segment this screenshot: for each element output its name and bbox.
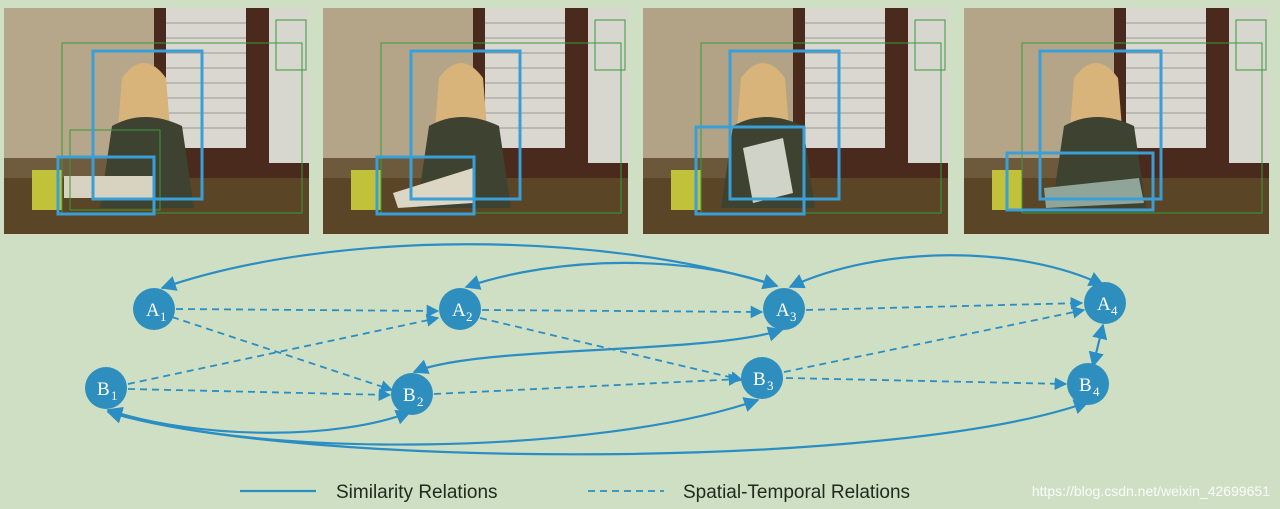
edge-st-b3-b4 [785, 377, 1068, 391]
spatial-temporal-edges [127, 296, 1086, 402]
watermark-text: https://blog.csdn.net/weixin_42699651 [1032, 483, 1270, 499]
video-frame-4 [964, 8, 1269, 234]
node-b1-letter: B [97, 379, 110, 400]
node-a4-letter: A [1097, 294, 1111, 315]
similarity-edges [106, 243, 1108, 456]
edge-st-a2-b3 [479, 317, 744, 384]
edge-sim-a3-b2 [412, 326, 784, 374]
edge-sim-b1-b3 [106, 397, 760, 446]
node-a2: A 2 [439, 288, 481, 330]
edge-st-a3-a4 [805, 296, 1084, 311]
node-a3-sub: 3 [790, 309, 797, 324]
node-b3-letter: B [753, 369, 766, 390]
node-b4: B 4 [1067, 363, 1109, 405]
node-b4-sub: 4 [1093, 384, 1100, 399]
node-a2-sub: 2 [466, 309, 473, 324]
node-a3-letter: A [776, 300, 790, 321]
node-a4: A 4 [1084, 282, 1126, 324]
node-b1: B 1 [85, 367, 127, 409]
video-frame-3 [643, 8, 948, 234]
node-b3-sub: 3 [767, 378, 774, 393]
edge-st-b2-b3 [433, 373, 742, 395]
node-b3: B 3 [741, 357, 783, 399]
node-a2-letter: A [452, 300, 466, 321]
edge-st-a1-a2 [175, 304, 440, 318]
node-b1-sub: 1 [111, 388, 118, 403]
legend-similarity-label: Similarity Relations [336, 482, 498, 503]
node-b4-letter: B [1079, 375, 1092, 396]
edge-st-a1-b2 [171, 316, 394, 393]
edge-sim-a3-a4 [788, 254, 1105, 289]
edge-sim-a4-b4 [1088, 323, 1108, 368]
edge-st-a2-a3 [481, 305, 764, 319]
edge-st-b3-a4 [783, 306, 1086, 373]
video-frame-2 [323, 8, 628, 234]
node-a1: A 1 [133, 288, 175, 330]
legend-spatial-temporal-label: Spatial-Temporal Relations [683, 482, 910, 503]
video-frame-1 [4, 8, 309, 234]
node-a1-letter: A [146, 300, 160, 321]
legend: Similarity Relations Spatial-Temporal Re… [240, 482, 910, 503]
node-a1-sub: 1 [160, 309, 167, 324]
node-b2-letter: B [403, 385, 416, 406]
node-b2: B 2 [391, 373, 433, 415]
edge-sim-a2-a3 [464, 261, 779, 290]
node-a4-sub: 4 [1111, 303, 1118, 318]
nodes: A 1 A 2 A 3 A 4 B 1 [85, 282, 1126, 415]
edge-st-b1-b2 [127, 388, 392, 402]
edge-st-b1-a2 [127, 314, 440, 385]
edge-sim-b1-b4 [106, 399, 1090, 456]
edge-sim-b1-b2 [106, 406, 412, 434]
node-a3: A 3 [763, 288, 805, 330]
edge-sim-a1-a3 [160, 243, 779, 291]
node-b2-sub: 2 [417, 394, 424, 409]
